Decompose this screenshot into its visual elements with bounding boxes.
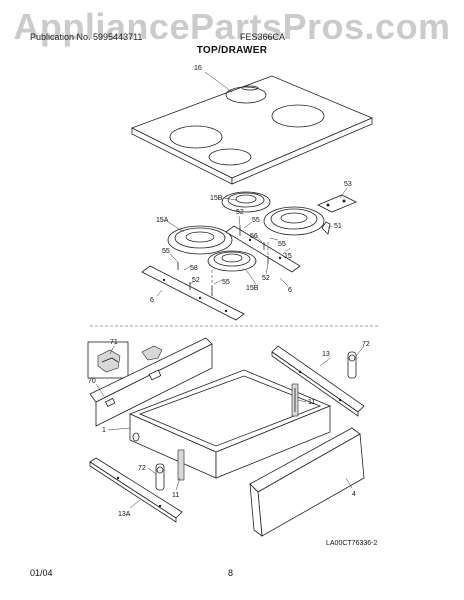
bracket-53	[317, 194, 357, 213]
footer-date: 01/04	[30, 568, 53, 578]
callout-52-top: 52	[236, 209, 244, 216]
callout-52-right: 52	[262, 275, 270, 282]
callout-11-low: 11	[172, 492, 179, 499]
callout-56: 56	[250, 233, 258, 240]
callout-15B-top: 15B	[210, 195, 223, 202]
callout-4: 4	[352, 491, 356, 498]
callout-15A: 15A	[156, 217, 169, 224]
publication-number: Publication No. 5995443711	[30, 32, 143, 42]
burner-15-right	[263, 206, 325, 236]
callout-15: 15	[284, 253, 292, 260]
callout-11-right: 11	[308, 399, 315, 406]
page-title: TOP/DRAWER	[196, 45, 268, 56]
drawer-slide-13A	[89, 457, 183, 523]
callout-55-mid: 55	[278, 241, 286, 248]
callout-6-left: 6	[150, 297, 154, 304]
callout-58: 58	[190, 265, 198, 272]
roller-72-low	[155, 463, 165, 491]
drawer-rear-rail-70	[89, 337, 213, 427]
callout-70: 70	[88, 378, 96, 385]
screws	[177, 226, 269, 296]
callout-55-low: 55	[222, 279, 230, 286]
callout-13-top: 13	[322, 351, 330, 358]
roller-72-top	[347, 351, 357, 379]
support-rail-left	[141, 265, 245, 321]
inset-detail-71	[87, 341, 129, 379]
callout-labels: 16 53 15B 15A 52 55 56 55 51 15 55 58 52…	[88, 65, 377, 547]
watermark-logo: AppliancePartsPros.com	[13, 6, 451, 47]
burner-15A-left	[167, 225, 233, 255]
burner-15B-top	[221, 191, 271, 213]
burner-15B-low	[207, 250, 257, 272]
diagram-code: LA00CT76336-2	[326, 540, 377, 547]
callout-1: 1	[102, 427, 106, 434]
callout-51: 51	[334, 223, 342, 230]
callout-71: 71	[110, 339, 118, 346]
callout-15B-low: 15B	[246, 285, 259, 292]
callout-55-left: 55	[162, 248, 170, 255]
callout-55-top: 55	[252, 217, 260, 224]
callout-6-right: 6	[288, 287, 292, 294]
callout-53: 53	[344, 181, 352, 188]
callout-72-top: 72	[362, 341, 370, 348]
callout-52-mid: 52	[192, 277, 200, 284]
drawer-body-1	[128, 369, 332, 479]
clip-51	[321, 221, 331, 235]
footer-page-number: 8	[228, 568, 234, 578]
callout-16: 16	[194, 65, 202, 72]
bracket-11-right	[291, 383, 299, 417]
callout-72-low: 72	[138, 465, 146, 472]
bracket-11-low	[177, 449, 185, 481]
leader-lines-top	[156, 71, 348, 297]
model-number: FES366CA	[240, 32, 286, 42]
drawer-slide-13	[271, 345, 365, 417]
support-rail-right	[225, 225, 301, 273]
callout-13A: 13A	[118, 511, 131, 518]
leader-lines-bottom	[95, 345, 365, 509]
cooktop-glass	[130, 75, 374, 185]
drawer-front-panel-4	[249, 427, 365, 537]
